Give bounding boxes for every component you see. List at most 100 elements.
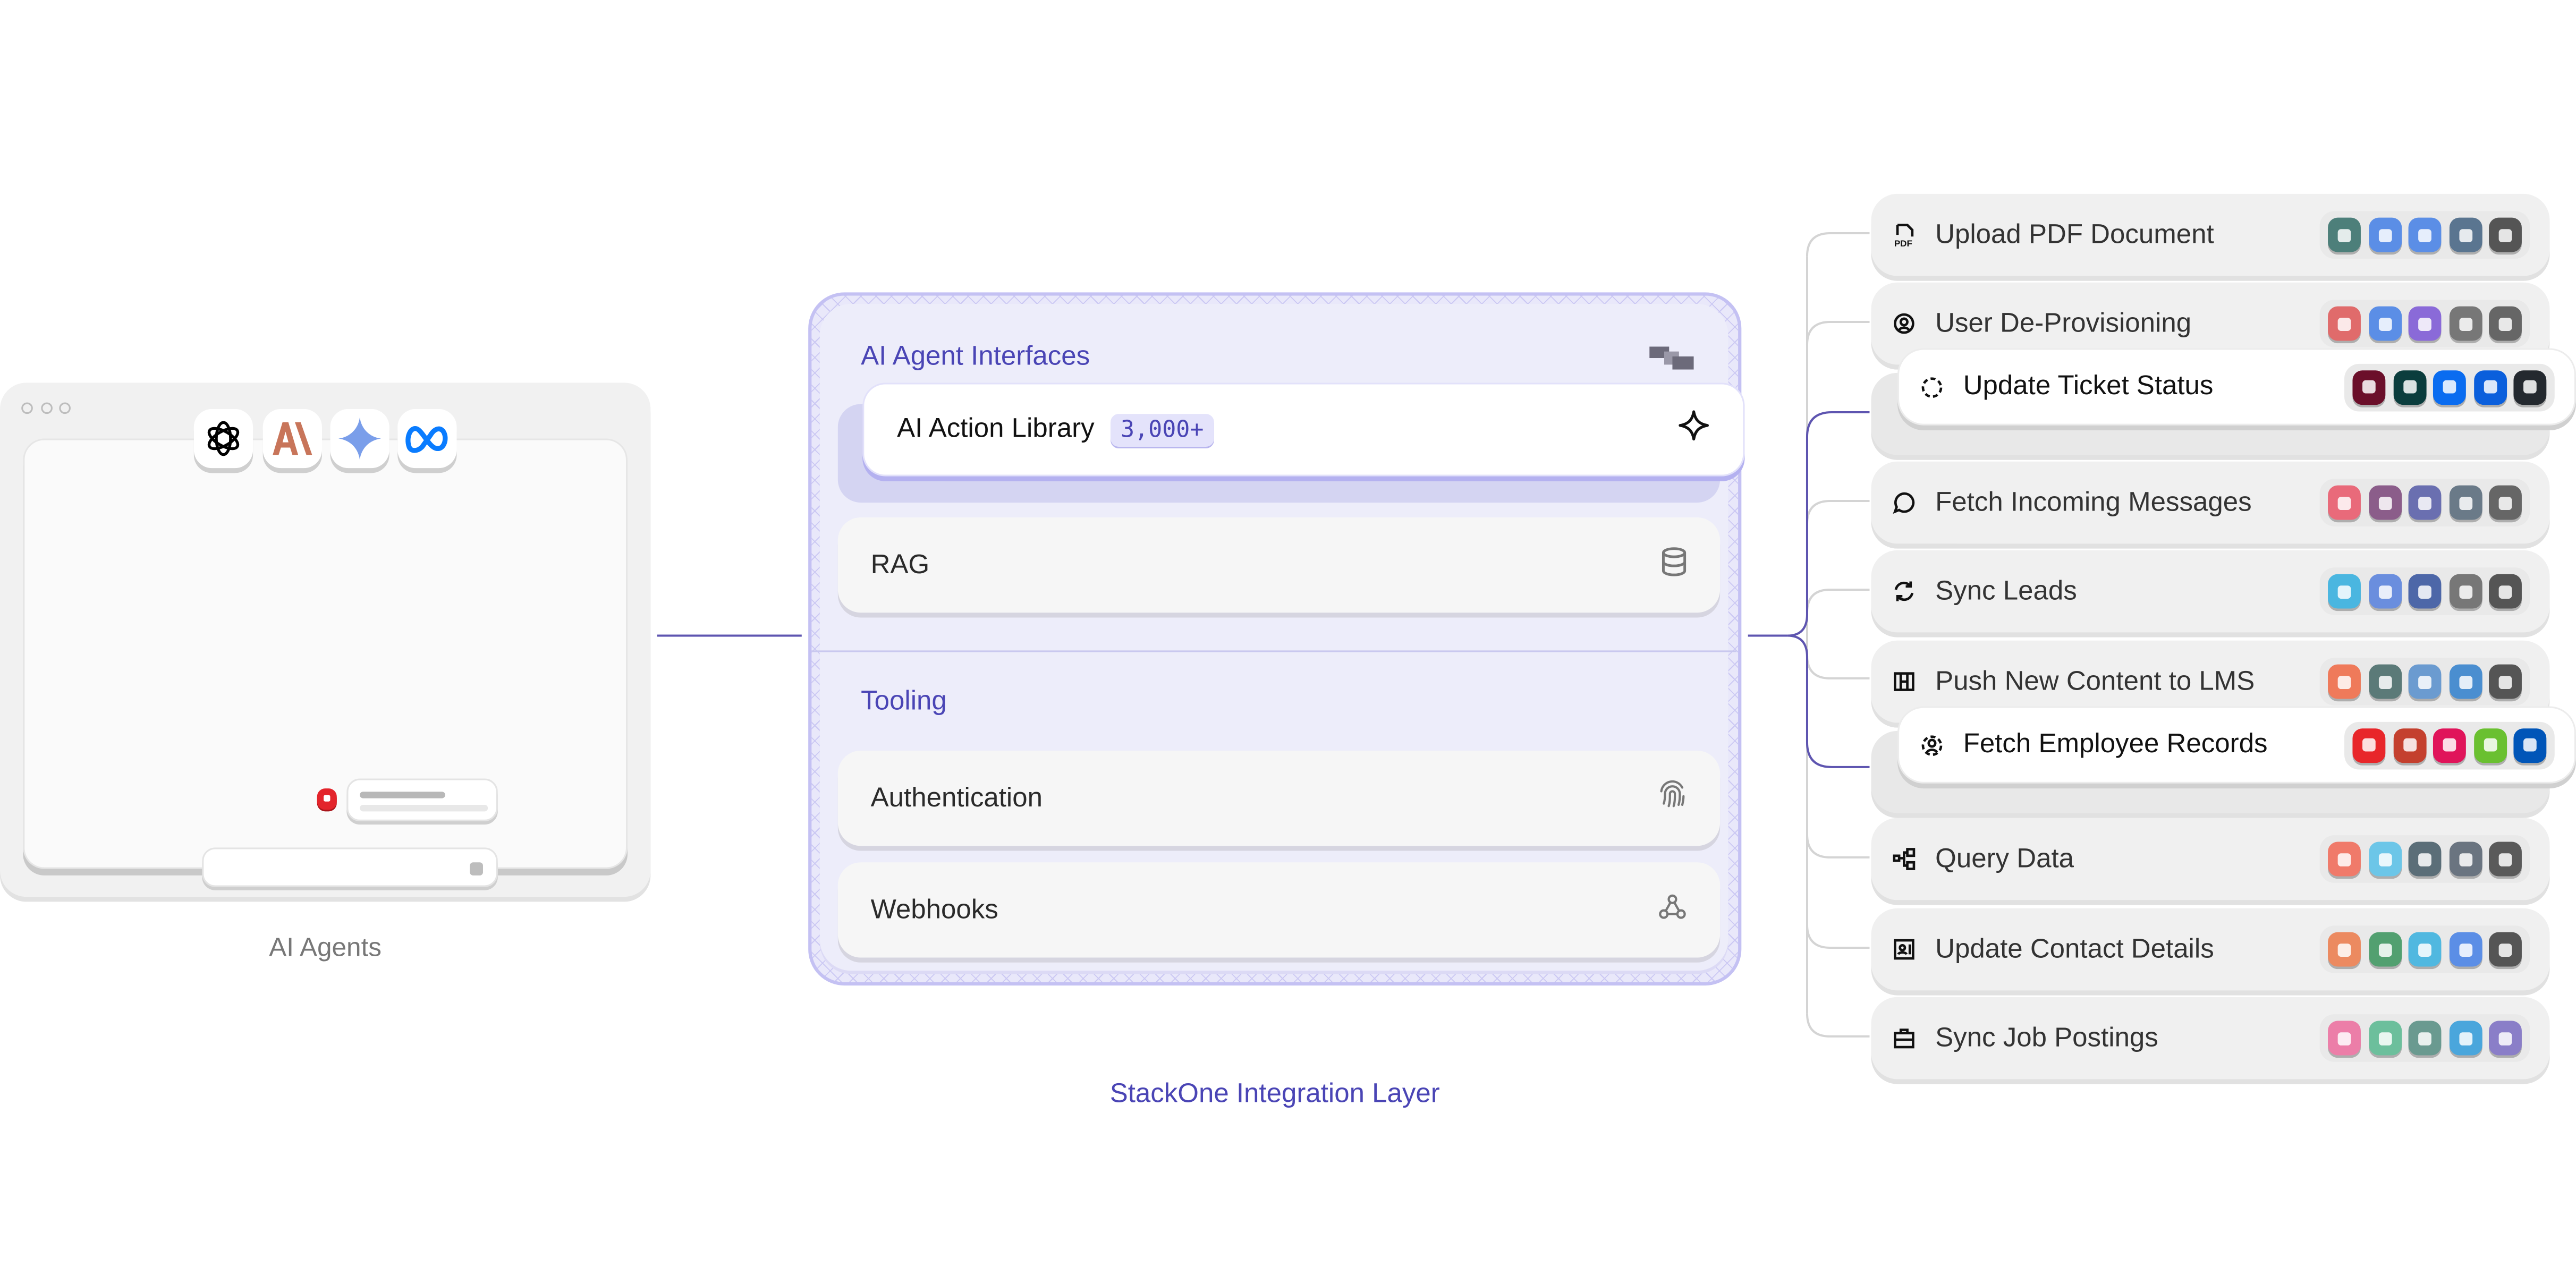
brevo-icon: [2448, 574, 2482, 609]
trello-icon: [2433, 369, 2466, 404]
rag-card[interactable]: RAG: [837, 517, 1721, 613]
linkedin-icon: [2448, 664, 2482, 699]
integration-layer-panel: AI Agent Interfaces AI Action Library 3,…: [808, 292, 1745, 986]
svg-text:PDF: PDF: [1894, 239, 1912, 246]
window-control-icon: [21, 402, 33, 414]
action-label: Fetch Employee Records: [1963, 729, 2268, 759]
action-row[interactable]: Fetch Incoming Messages: [1871, 462, 2550, 544]
action-label: Update Ticket Status: [1963, 371, 2214, 401]
hubspot-icon: [2328, 932, 2361, 967]
action-row[interactable]: Query Data: [1871, 818, 2550, 900]
data-flow-icon: [1893, 847, 1916, 870]
integration-logos: [2319, 300, 2530, 347]
action-row[interactable]: Update Ticket Status: [1897, 348, 2576, 426]
hibob-icon: [2433, 727, 2466, 762]
adp-icon: [2352, 727, 2386, 762]
send-icon[interactable]: [470, 862, 483, 876]
databricks-icon: [2328, 842, 2361, 877]
action-row[interactable]: Fetch Employee Records: [1897, 706, 2576, 784]
integration-logos: [2319, 567, 2530, 615]
stackone-logo-icon: [1649, 346, 1694, 378]
notion-icon: [2489, 217, 2522, 252]
oracle-icon: [2393, 727, 2426, 762]
integration-layer-label: StackOne Integration Layer: [1109, 1079, 1440, 1109]
action-label: User De-Provisioning: [1935, 308, 2192, 338]
action-row[interactable]: Push New Content to LMS: [1871, 641, 2550, 723]
refresh-icon: [1893, 580, 1916, 602]
window-control-icon: [59, 402, 71, 414]
integration-logos: [2319, 925, 2530, 973]
action-branch: [1806, 320, 1870, 345]
integration-logos: [2319, 835, 2530, 883]
integration-layer-inner: AI Agent Interfaces AI Action Library 3,…: [811, 303, 1745, 971]
webhook-icon: [1658, 891, 1688, 929]
featured-branch: [1787, 411, 1870, 637]
action-branch: [1806, 588, 1870, 613]
close-icon: [2489, 574, 2522, 609]
jira-icon: [2473, 369, 2506, 404]
action-branch: [1806, 1013, 1870, 1038]
action-branch: [1806, 834, 1870, 858]
record-icon: [317, 788, 337, 810]
chat-bubble-icon: [1893, 491, 1916, 514]
gmail-icon: [2489, 485, 2522, 520]
pdf-file-icon: PDF: [1893, 223, 1916, 246]
section-divider: [811, 650, 1737, 652]
action-label: Query Data: [1935, 843, 2074, 873]
action-row[interactable]: User De-Provisioning: [1871, 283, 2550, 365]
dynamics-icon: [2448, 932, 2482, 967]
sparkle-icon: [1677, 409, 1710, 450]
lastpass-icon: [2328, 306, 2361, 341]
chat-input[interactable]: [202, 847, 498, 887]
meta-icon: [397, 409, 457, 469]
fingerprint-icon: [1658, 779, 1688, 817]
action-branch: [1806, 499, 1870, 524]
authentication-card[interactable]: Authentication: [837, 750, 1721, 846]
grid-layout-icon: [1893, 670, 1916, 693]
dropbox-icon: [2368, 217, 2401, 252]
action-branch: [1806, 924, 1870, 949]
openai-data-icon: [2489, 842, 2522, 877]
docebo-icon: [2328, 664, 2361, 699]
action-row[interactable]: Sync Leads: [1871, 550, 2550, 633]
action-label: Fetch Incoming Messages: [1935, 487, 2252, 517]
action-row[interactable]: Update Contact Details: [1871, 908, 2550, 991]
chat-panel: [23, 438, 628, 887]
go1-icon: [2368, 664, 2401, 699]
window-control-icon: [41, 402, 53, 414]
okta-icon: [2489, 306, 2522, 341]
rag-label: RAG: [870, 549, 930, 579]
twilio-icon: [2328, 485, 2361, 520]
sharepoint-icon: [2328, 217, 2361, 252]
ai-action-library-label: AI Action Library: [897, 414, 1095, 444]
briefcase-icon: [1893, 1026, 1916, 1049]
ai-action-library-card[interactable]: AI Action Library 3,000+: [862, 382, 1745, 477]
salesforce-icon: [2328, 574, 2361, 609]
action-count-badge: 3,000+: [1111, 413, 1214, 446]
onedrive-icon: [2448, 217, 2482, 252]
bitwarden-icon: [2368, 306, 2401, 341]
section-title-tooling: Tooling: [861, 686, 947, 717]
integration-logos: [2344, 363, 2555, 411]
featured-branch: [1787, 634, 1870, 768]
user-circle-icon: [1893, 312, 1916, 335]
ashby-icon: [2489, 1021, 2522, 1056]
intercom-icon: [2448, 485, 2482, 520]
webhooks-label: Webhooks: [870, 894, 998, 924]
chat-message: [346, 778, 498, 821]
teams-icon: [2408, 485, 2442, 520]
action-row[interactable]: Sync Job Postings: [1871, 997, 2550, 1080]
action-branch: [1806, 232, 1870, 257]
action-label: Sync Job Postings: [1935, 1022, 2158, 1052]
webhooks-card[interactable]: Webhooks: [837, 862, 1721, 958]
1password-icon: [2448, 306, 2482, 341]
workday-icon: [2513, 727, 2547, 762]
ai-agents-window: [0, 382, 651, 897]
salesforce-icon: [2408, 932, 2442, 967]
action-label: Push New Content to LMS: [1935, 666, 2255, 696]
integration-logos: [2319, 1014, 2530, 1062]
users-icon: [1920, 733, 1943, 756]
